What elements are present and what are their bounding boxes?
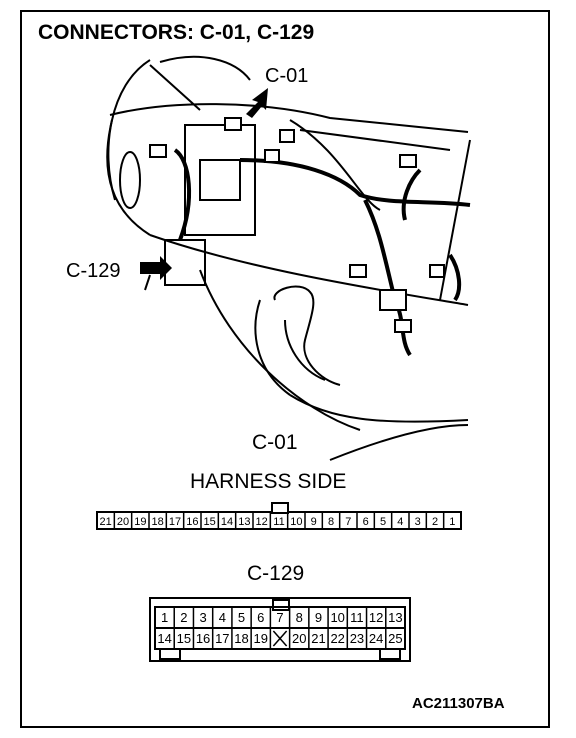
c01-pin-15: 15 — [204, 516, 216, 528]
c129-pin-12: 12 — [369, 610, 383, 625]
c129-pin-13: 13 — [388, 610, 402, 625]
c129-pin-17: 17 — [215, 631, 229, 646]
c01-pin-8: 8 — [328, 516, 334, 528]
c129-empty-pin-x — [272, 630, 288, 647]
callout-c129: C-129 — [66, 260, 121, 282]
c01-pin-17: 17 — [169, 516, 181, 528]
c129-pin-18: 18 — [234, 631, 248, 646]
c129-pin-24: 24 — [369, 631, 383, 646]
c01-pin-1: 1 — [449, 516, 455, 528]
c129-pin-8: 8 — [296, 610, 303, 625]
c01-pin-18: 18 — [152, 516, 164, 528]
page-title: CONNECTORS: C-01, C-129 — [38, 21, 315, 44]
c129-pin-11: 11 — [350, 610, 364, 625]
c129-heading: C-129 — [247, 562, 305, 585]
c01-pin-5: 5 — [380, 516, 386, 528]
c01-pin-14: 14 — [221, 516, 233, 528]
c129-pin-10: 10 — [330, 610, 344, 625]
c129-pin-23: 23 — [350, 631, 364, 646]
c129-pin-15: 15 — [177, 631, 191, 646]
c129-pin-6: 6 — [257, 610, 264, 625]
c01-pin-3: 3 — [415, 516, 421, 528]
c01-pin-19: 19 — [134, 516, 146, 528]
c129-pin-2: 2 — [180, 610, 187, 625]
c01-pin-2: 2 — [432, 516, 438, 528]
shift-lever — [273, 285, 341, 386]
c129-pin-22: 22 — [330, 631, 344, 646]
c129-pin-7: 7 — [276, 610, 283, 625]
callout-c01: C-01 — [265, 65, 309, 87]
c01-pin-16: 16 — [186, 516, 198, 528]
arrow-c129 — [140, 256, 172, 280]
c01-pin-10: 10 — [290, 516, 302, 528]
c129-pin-4: 4 — [219, 610, 226, 625]
c129-pin-3: 3 — [199, 610, 206, 625]
figure-frame — [20, 10, 550, 728]
c129-pin-5: 5 — [238, 610, 245, 625]
c01-pin-7: 7 — [345, 516, 351, 528]
c01-pin-21: 21 — [100, 516, 112, 528]
c01-pin-9: 9 — [311, 516, 317, 528]
c129-pin-16: 16 — [196, 631, 210, 646]
figure-code: AC211307BA — [412, 695, 505, 712]
harness-side-label: HARNESS SIDE — [190, 470, 347, 493]
c129-pin-1: 1 — [161, 610, 168, 625]
c129-pin-20: 20 — [292, 631, 306, 646]
steering-wheel — [107, 59, 151, 201]
wire-harness — [173, 148, 191, 241]
c01-pin-6: 6 — [363, 516, 369, 528]
c01-heading: C-01 — [252, 431, 298, 454]
c01-pin-13: 13 — [238, 516, 250, 528]
c01-pin-4: 4 — [397, 516, 403, 528]
c01-pin-20: 20 — [117, 516, 129, 528]
connector-c129-diagram — [149, 597, 411, 662]
c01-pin-11: 11 — [273, 516, 284, 528]
c129-pin-19: 19 — [254, 631, 268, 646]
c129-pin-21: 21 — [311, 631, 325, 646]
c129-pin-9: 9 — [315, 610, 322, 625]
arrow-c01 — [246, 88, 268, 118]
c01-pin-12: 12 — [256, 516, 268, 528]
dashboard-outline — [109, 103, 469, 133]
c129-pin-14: 14 — [157, 631, 171, 646]
c129-pin-25: 25 — [388, 631, 402, 646]
connector-c01-diagram — [96, 502, 462, 530]
